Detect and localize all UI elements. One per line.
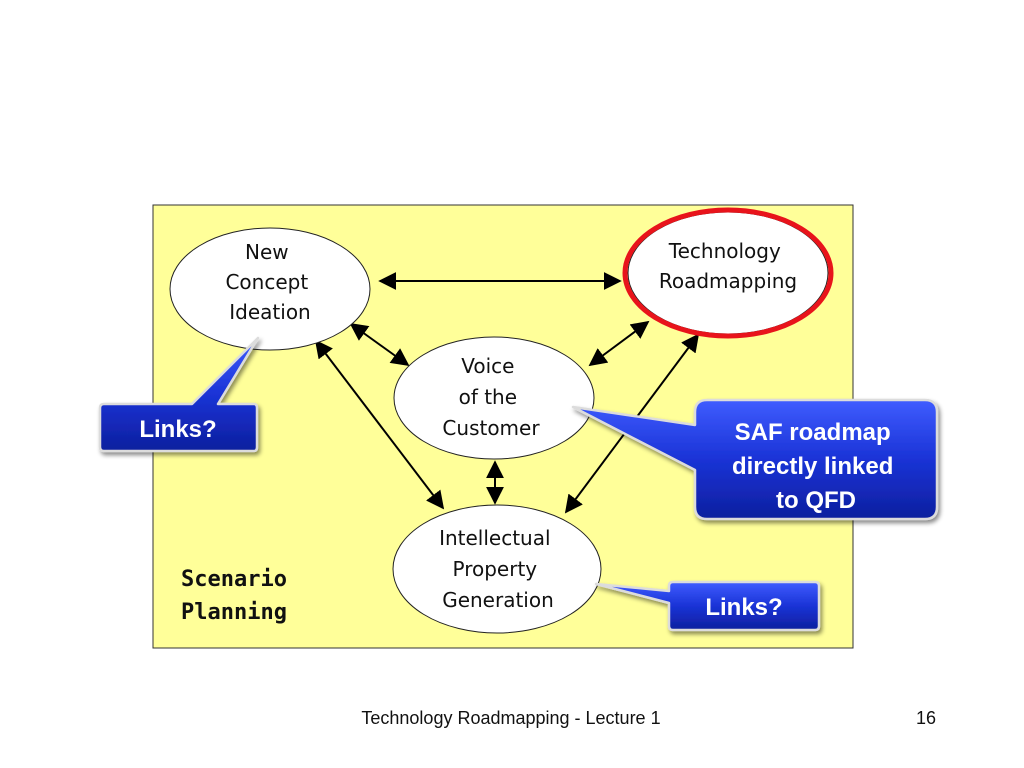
- node-label-line: Technology: [668, 239, 781, 263]
- svg-text:Technology Roadmapping: Technology Roadmapping: [659, 239, 797, 293]
- callout-links-bottom: [594, 580, 821, 632]
- callout-links-left-text: Links?: [139, 416, 216, 443]
- node-label-line: Ideation: [229, 300, 310, 324]
- node-label-line: of the: [459, 385, 517, 409]
- scenario-planning-label: Scenario Planning: [181, 567, 300, 625]
- node-label-line: Customer: [442, 416, 540, 440]
- svg-text:Voice of the Custo: Voice of the Customer: [442, 354, 540, 440]
- callout-links-left: [98, 336, 260, 453]
- node-label-line: Roadmapping: [659, 269, 797, 293]
- callout-line: directly linked: [732, 453, 893, 480]
- node-label-line: Intellectual: [439, 526, 550, 550]
- footer-title: Technology Roadmapping - Lecture 1: [361, 708, 660, 728]
- node-label-line: Property: [453, 557, 538, 581]
- node-technology-roadmapping: Technology Roadmapping: [622, 207, 834, 339]
- region-label-line: Planning: [181, 600, 287, 625]
- callout-line: Links?: [705, 594, 782, 621]
- node-label-line: Concept: [225, 270, 308, 294]
- callout-saf-text: SAF roadmap directly linked to QFD: [732, 419, 900, 514]
- node-new-concept-ideation: New Concept Ideation: [169, 227, 371, 351]
- highlight-ring: [622, 207, 834, 339]
- callout-line: SAF roadmap: [735, 419, 891, 446]
- region-label-line: Scenario: [181, 567, 287, 592]
- callout-saf-roadmap: [571, 398, 939, 521]
- svg-text:Intellectual Property: Intellectual Property Generation: [439, 526, 557, 612]
- callout-line: Links?: [139, 416, 216, 443]
- node-label-line: Generation: [442, 588, 554, 612]
- node-label-line: Voice: [461, 354, 514, 378]
- page-number: 16: [916, 708, 936, 728]
- node-voice-of-the-customer: Voice of the Customer: [393, 336, 595, 460]
- node-label-line: New: [245, 240, 289, 264]
- callout-line: to QFD: [776, 487, 856, 514]
- connector-ideation-ip: [314, 339, 445, 510]
- node-intellectual-property-generation: Intellectual Property Generation: [392, 504, 602, 634]
- svg-text:New Concept Ideati: New Concept Ideation: [225, 240, 314, 324]
- callout-links-bottom-text: Links?: [705, 594, 782, 621]
